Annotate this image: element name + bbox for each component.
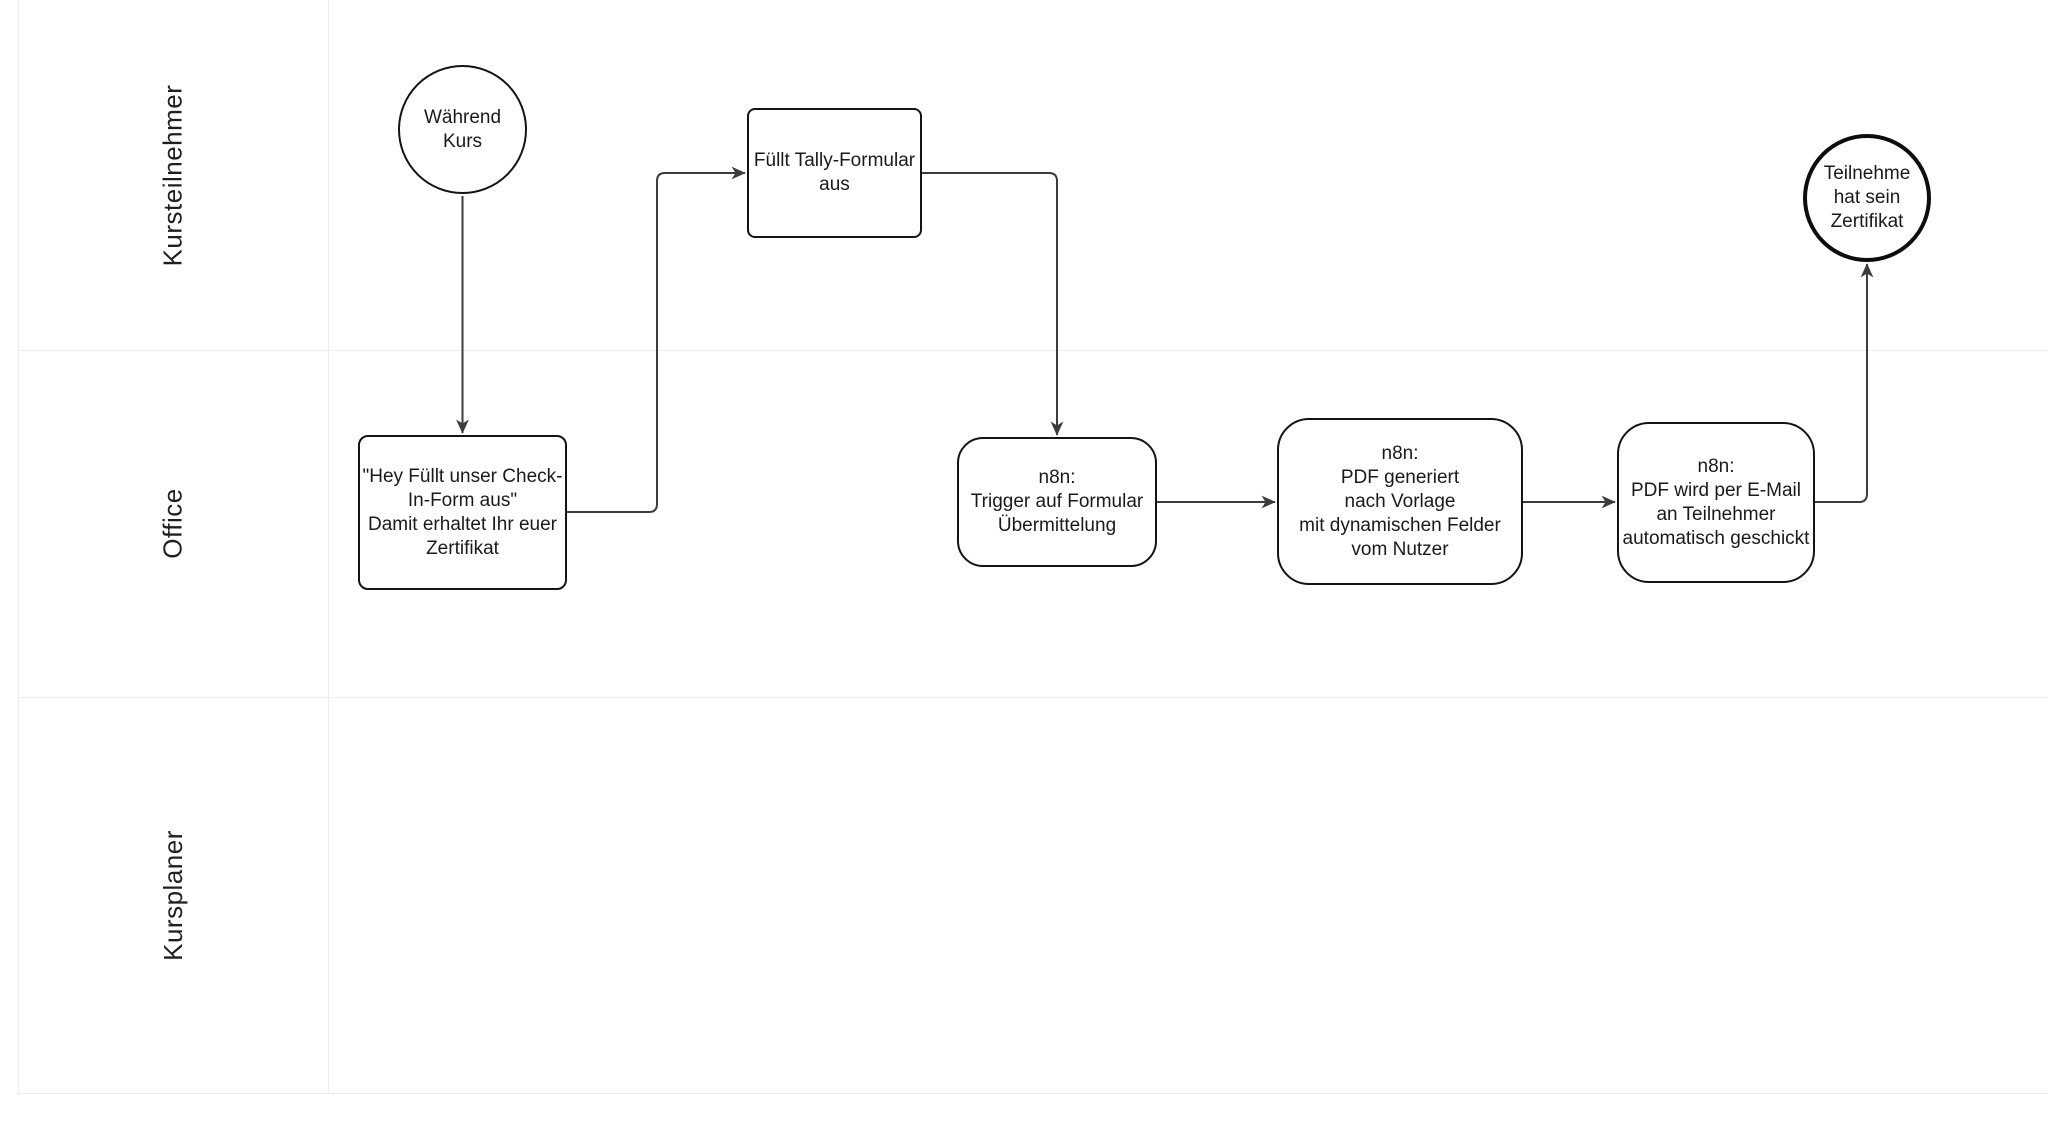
pool-left-border <box>18 0 19 1093</box>
node-task-checkin-aufforderung[interactable]: "Hey Füllt unser Check- In-Form aus" Dam… <box>358 435 567 590</box>
pool-bottom-border <box>18 1093 2048 1094</box>
node-task-n8n-pdf-generierung[interactable]: n8n: PDF generiert nach Vorlage mit dyna… <box>1277 418 1523 585</box>
lane-label-column-divider <box>328 0 329 1093</box>
edge-email-to-end[interactable] <box>1815 263 1874 503</box>
edge-tally-to-trigger[interactable] <box>922 172 1064 436</box>
lane-divider-1 <box>18 350 2048 351</box>
node-task-n8n-email-versand[interactable]: n8n: PDF wird per E-Mail an Teilnehmer a… <box>1617 422 1815 583</box>
lane-divider-2 <box>18 697 2048 698</box>
edge-checkin-to-tally[interactable] <box>567 166 746 513</box>
node-task-tally-formular[interactable]: Füllt Tally-Formular aus <box>747 108 922 238</box>
node-end-event-zertifikat[interactable]: Teilnehme hat sein Zertifikat <box>1803 134 1931 262</box>
node-start-event-waehrend-kurs[interactable]: Während Kurs <box>398 65 527 194</box>
node-task-n8n-trigger[interactable]: n8n: Trigger auf Formular Übermittelung <box>957 437 1157 567</box>
